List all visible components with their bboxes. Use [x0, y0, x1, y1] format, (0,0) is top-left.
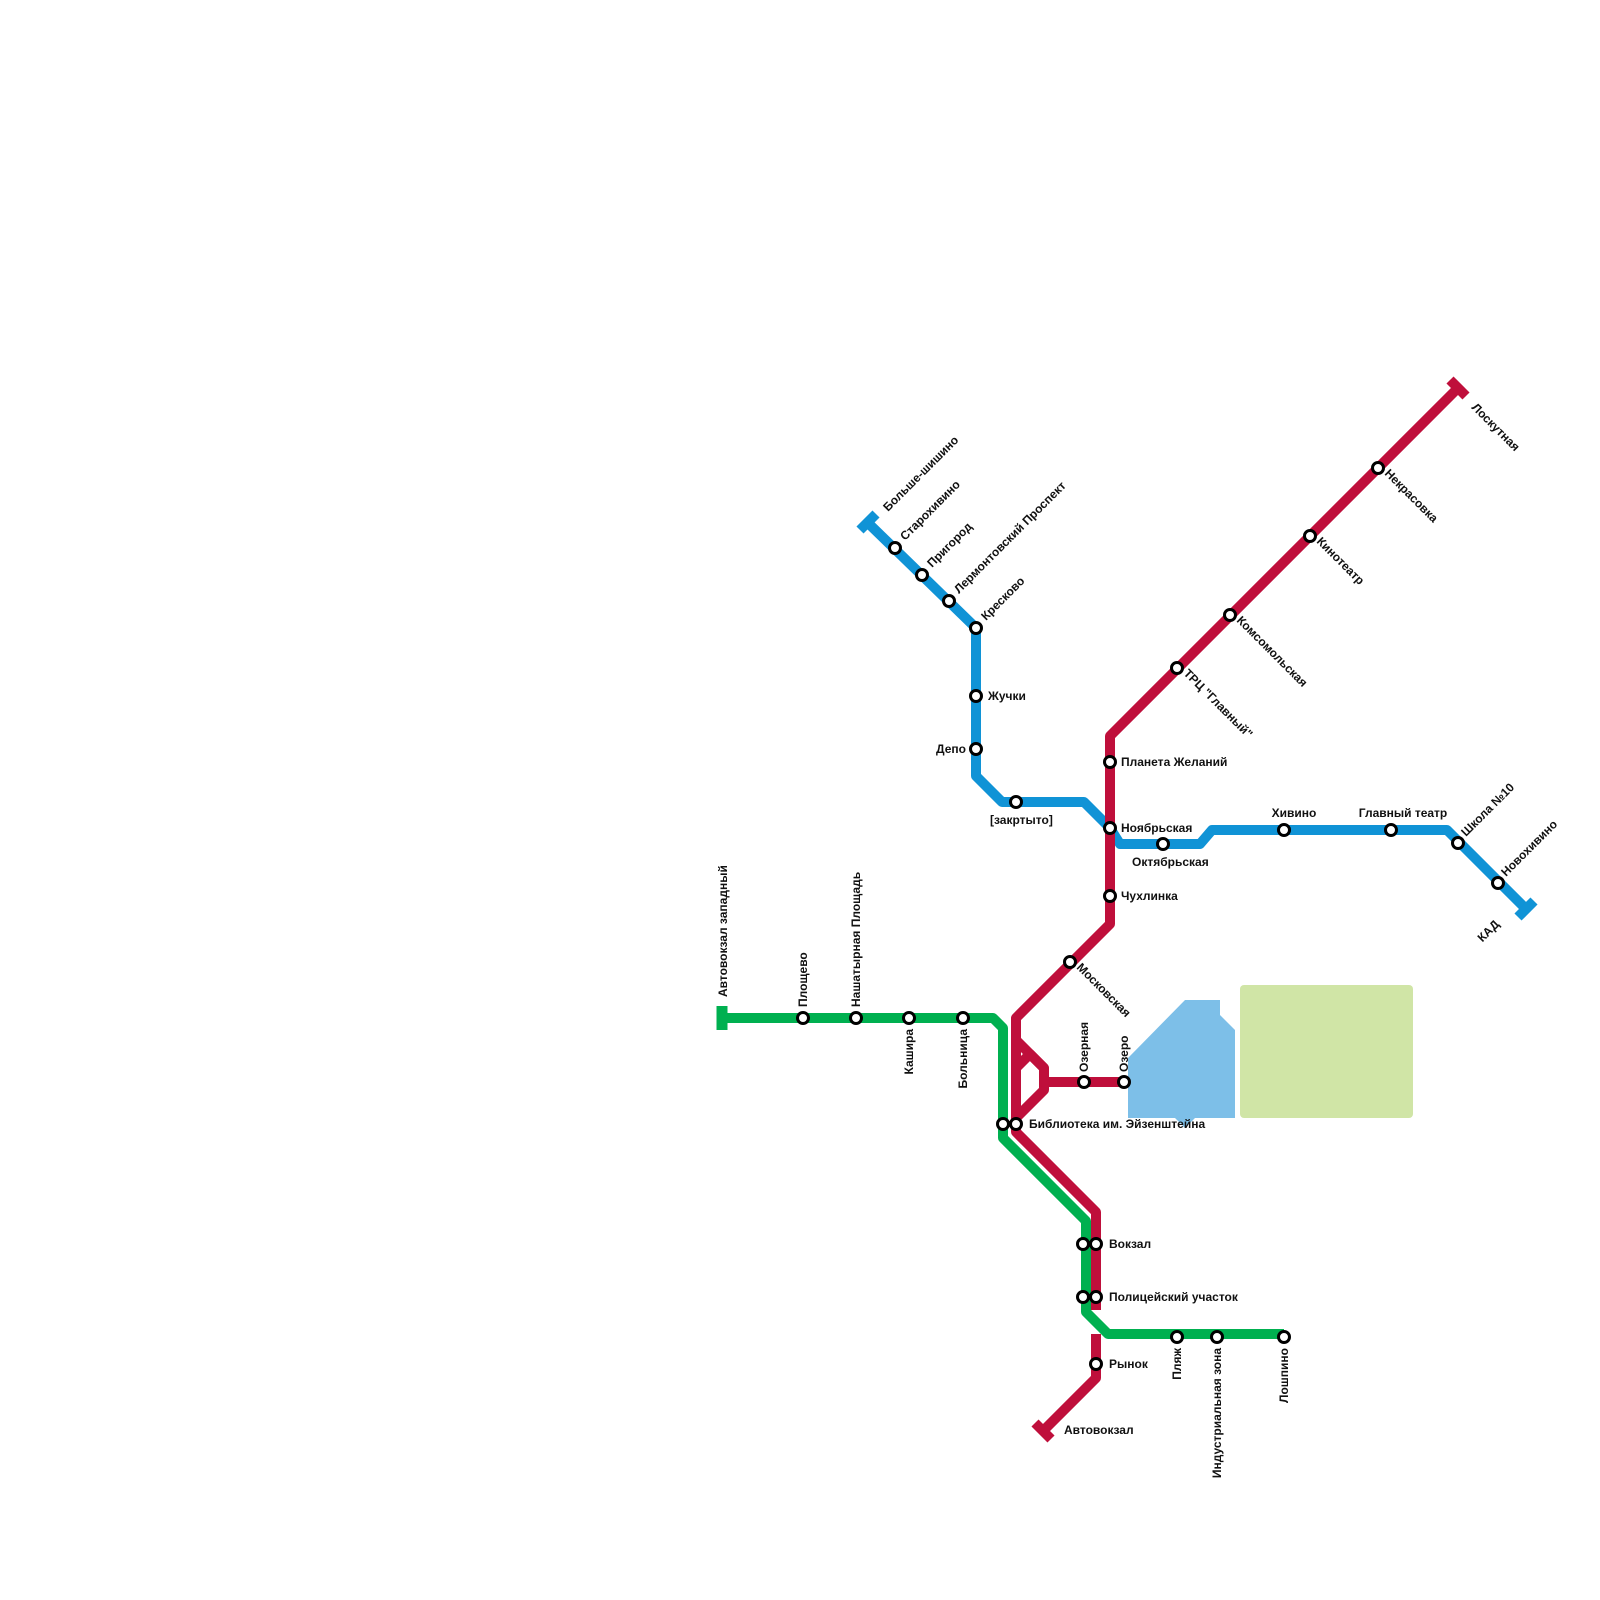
station-shkola10[interactable]: [1451, 836, 1465, 850]
label-kreskovo: Кресково: [978, 574, 1027, 623]
park-area: [1240, 985, 1413, 1118]
station-glavny-teatr[interactable]: [1384, 823, 1398, 837]
label-industrialnaya: Индустриальная зона: [1210, 1348, 1224, 1478]
label-zakryto: [закртыто]: [990, 813, 1053, 827]
label-nekrasovka: Некрасовка: [1382, 466, 1441, 525]
label-bolshe-shishino: Больше-шишино: [880, 433, 961, 514]
label-bolnitsa: Больница: [956, 1029, 970, 1089]
green-line: [722, 1013, 1284, 1339]
station-depo[interactable]: [969, 742, 983, 756]
label-glavny-teatr: Главный театр: [1359, 806, 1448, 820]
station-loshpino[interactable]: [1277, 1330, 1291, 1344]
station-khivino[interactable]: [1277, 823, 1291, 837]
station-planeta[interactable]: [1103, 755, 1117, 769]
label-noyabrskaya: Ноябрьская: [1121, 821, 1192, 835]
label-plyazh: Пляж: [1170, 1348, 1184, 1380]
label-chukhlinka: Чухлинка: [1121, 889, 1178, 903]
label-kad: КАД: [1475, 917, 1503, 945]
red-line-branch: [1012, 1049, 1124, 1087]
label-kinoteatr: Кинотеатр: [1314, 534, 1367, 587]
station-biblioteka-green[interactable]: [996, 1117, 1010, 1131]
station-ploshchevo[interactable]: [796, 1011, 810, 1025]
station-kinoteatr[interactable]: [1303, 529, 1317, 543]
red-line-south: [1039, 1334, 1101, 1435]
label-novokhivino: Новохивино: [1498, 817, 1560, 879]
station-komsomolskaya[interactable]: [1223, 608, 1237, 622]
station-vokzal-red[interactable]: [1089, 1237, 1103, 1251]
station-noyabrskaya[interactable]: [1103, 821, 1117, 835]
label-vokzal: Вокзал: [1109, 1237, 1151, 1251]
station-oktyabrskaya[interactable]: [1156, 837, 1170, 851]
red-terminal-bar-north: [1446, 376, 1470, 400]
label-zhuchki: Жучки: [987, 689, 1026, 703]
station-kreskovo[interactable]: [969, 621, 983, 635]
label-shkola10: Школа №10: [1458, 780, 1517, 839]
label-khivino: Хивино: [1272, 806, 1317, 820]
label-moskovskaya: Московская: [1074, 960, 1134, 1020]
blue-terminal-bar-north: [856, 510, 880, 534]
label-kashira: Кашира: [902, 1029, 916, 1075]
red-terminal-bar-south: [1031, 1419, 1055, 1443]
label-loskutnaya: Лоскутная: [1469, 400, 1523, 454]
label-ozero: Озеро: [1117, 1036, 1131, 1072]
red-line-main: [1011, 384, 1462, 1310]
blue-terminal-bar-east: [1514, 897, 1538, 921]
station-biblioteka-red[interactable]: [1009, 1117, 1023, 1131]
lake-area: [1128, 1000, 1235, 1128]
station-lermontovsky[interactable]: [942, 594, 956, 608]
station-zhuchki[interactable]: [969, 689, 983, 703]
label-rynok: Рынок: [1109, 1357, 1149, 1371]
label-lermontovsky: Лермонтовский Проспект: [951, 479, 1069, 597]
station-bolnitsa[interactable]: [956, 1011, 970, 1025]
label-nashatyrnaya: Нашатырная Площадь: [849, 872, 863, 1007]
station-vokzal-green[interactable]: [1076, 1237, 1090, 1251]
station-rynok[interactable]: [1089, 1357, 1103, 1371]
label-trc: ТРЦ "Главный": [1181, 666, 1256, 741]
label-loshpino: Лошпино: [1277, 1348, 1291, 1403]
label-komsomolskaya: Комсомольская: [1234, 613, 1310, 689]
station-prigorod[interactable]: [915, 568, 929, 582]
station-moskovskaya[interactable]: [1063, 955, 1077, 969]
label-avtovokzal-zapadny: Автовокзал западный: [716, 865, 730, 997]
station-industrialnaya[interactable]: [1210, 1330, 1224, 1344]
label-politseisky: Полицейский участок: [1109, 1290, 1239, 1304]
station-ozero[interactable]: [1117, 1075, 1131, 1089]
station-starokhivino[interactable]: [888, 541, 902, 555]
station-chukhlinka[interactable]: [1103, 889, 1117, 903]
station-zakryto[interactable]: [1009, 795, 1023, 809]
station-politseisky-red[interactable]: [1089, 1290, 1103, 1304]
label-avtovokzal: Автовокзал: [1064, 1423, 1134, 1437]
station-novokhivino[interactable]: [1491, 876, 1505, 890]
label-oktyabrskaya: Октябрьская: [1132, 855, 1209, 869]
station-ozernaya[interactable]: [1077, 1075, 1091, 1089]
label-biblioteka: Библиотека им. Эйзенштейна: [1029, 1117, 1205, 1131]
label-depo: Депо: [936, 742, 966, 756]
station-nashatyrnaya[interactable]: [849, 1011, 863, 1025]
label-ozernaya: Озерная: [1077, 1022, 1091, 1072]
label-prigorod: Пригород: [924, 519, 975, 570]
station-politseisky-green[interactable]: [1076, 1290, 1090, 1304]
station-plyazh[interactable]: [1170, 1330, 1184, 1344]
label-planeta: Планета Желаний: [1121, 755, 1227, 769]
station-nekrasovka[interactable]: [1371, 461, 1385, 475]
label-ploshchevo: Площево: [796, 952, 810, 1007]
station-trc[interactable]: [1170, 661, 1184, 675]
station-kashira[interactable]: [902, 1011, 916, 1025]
